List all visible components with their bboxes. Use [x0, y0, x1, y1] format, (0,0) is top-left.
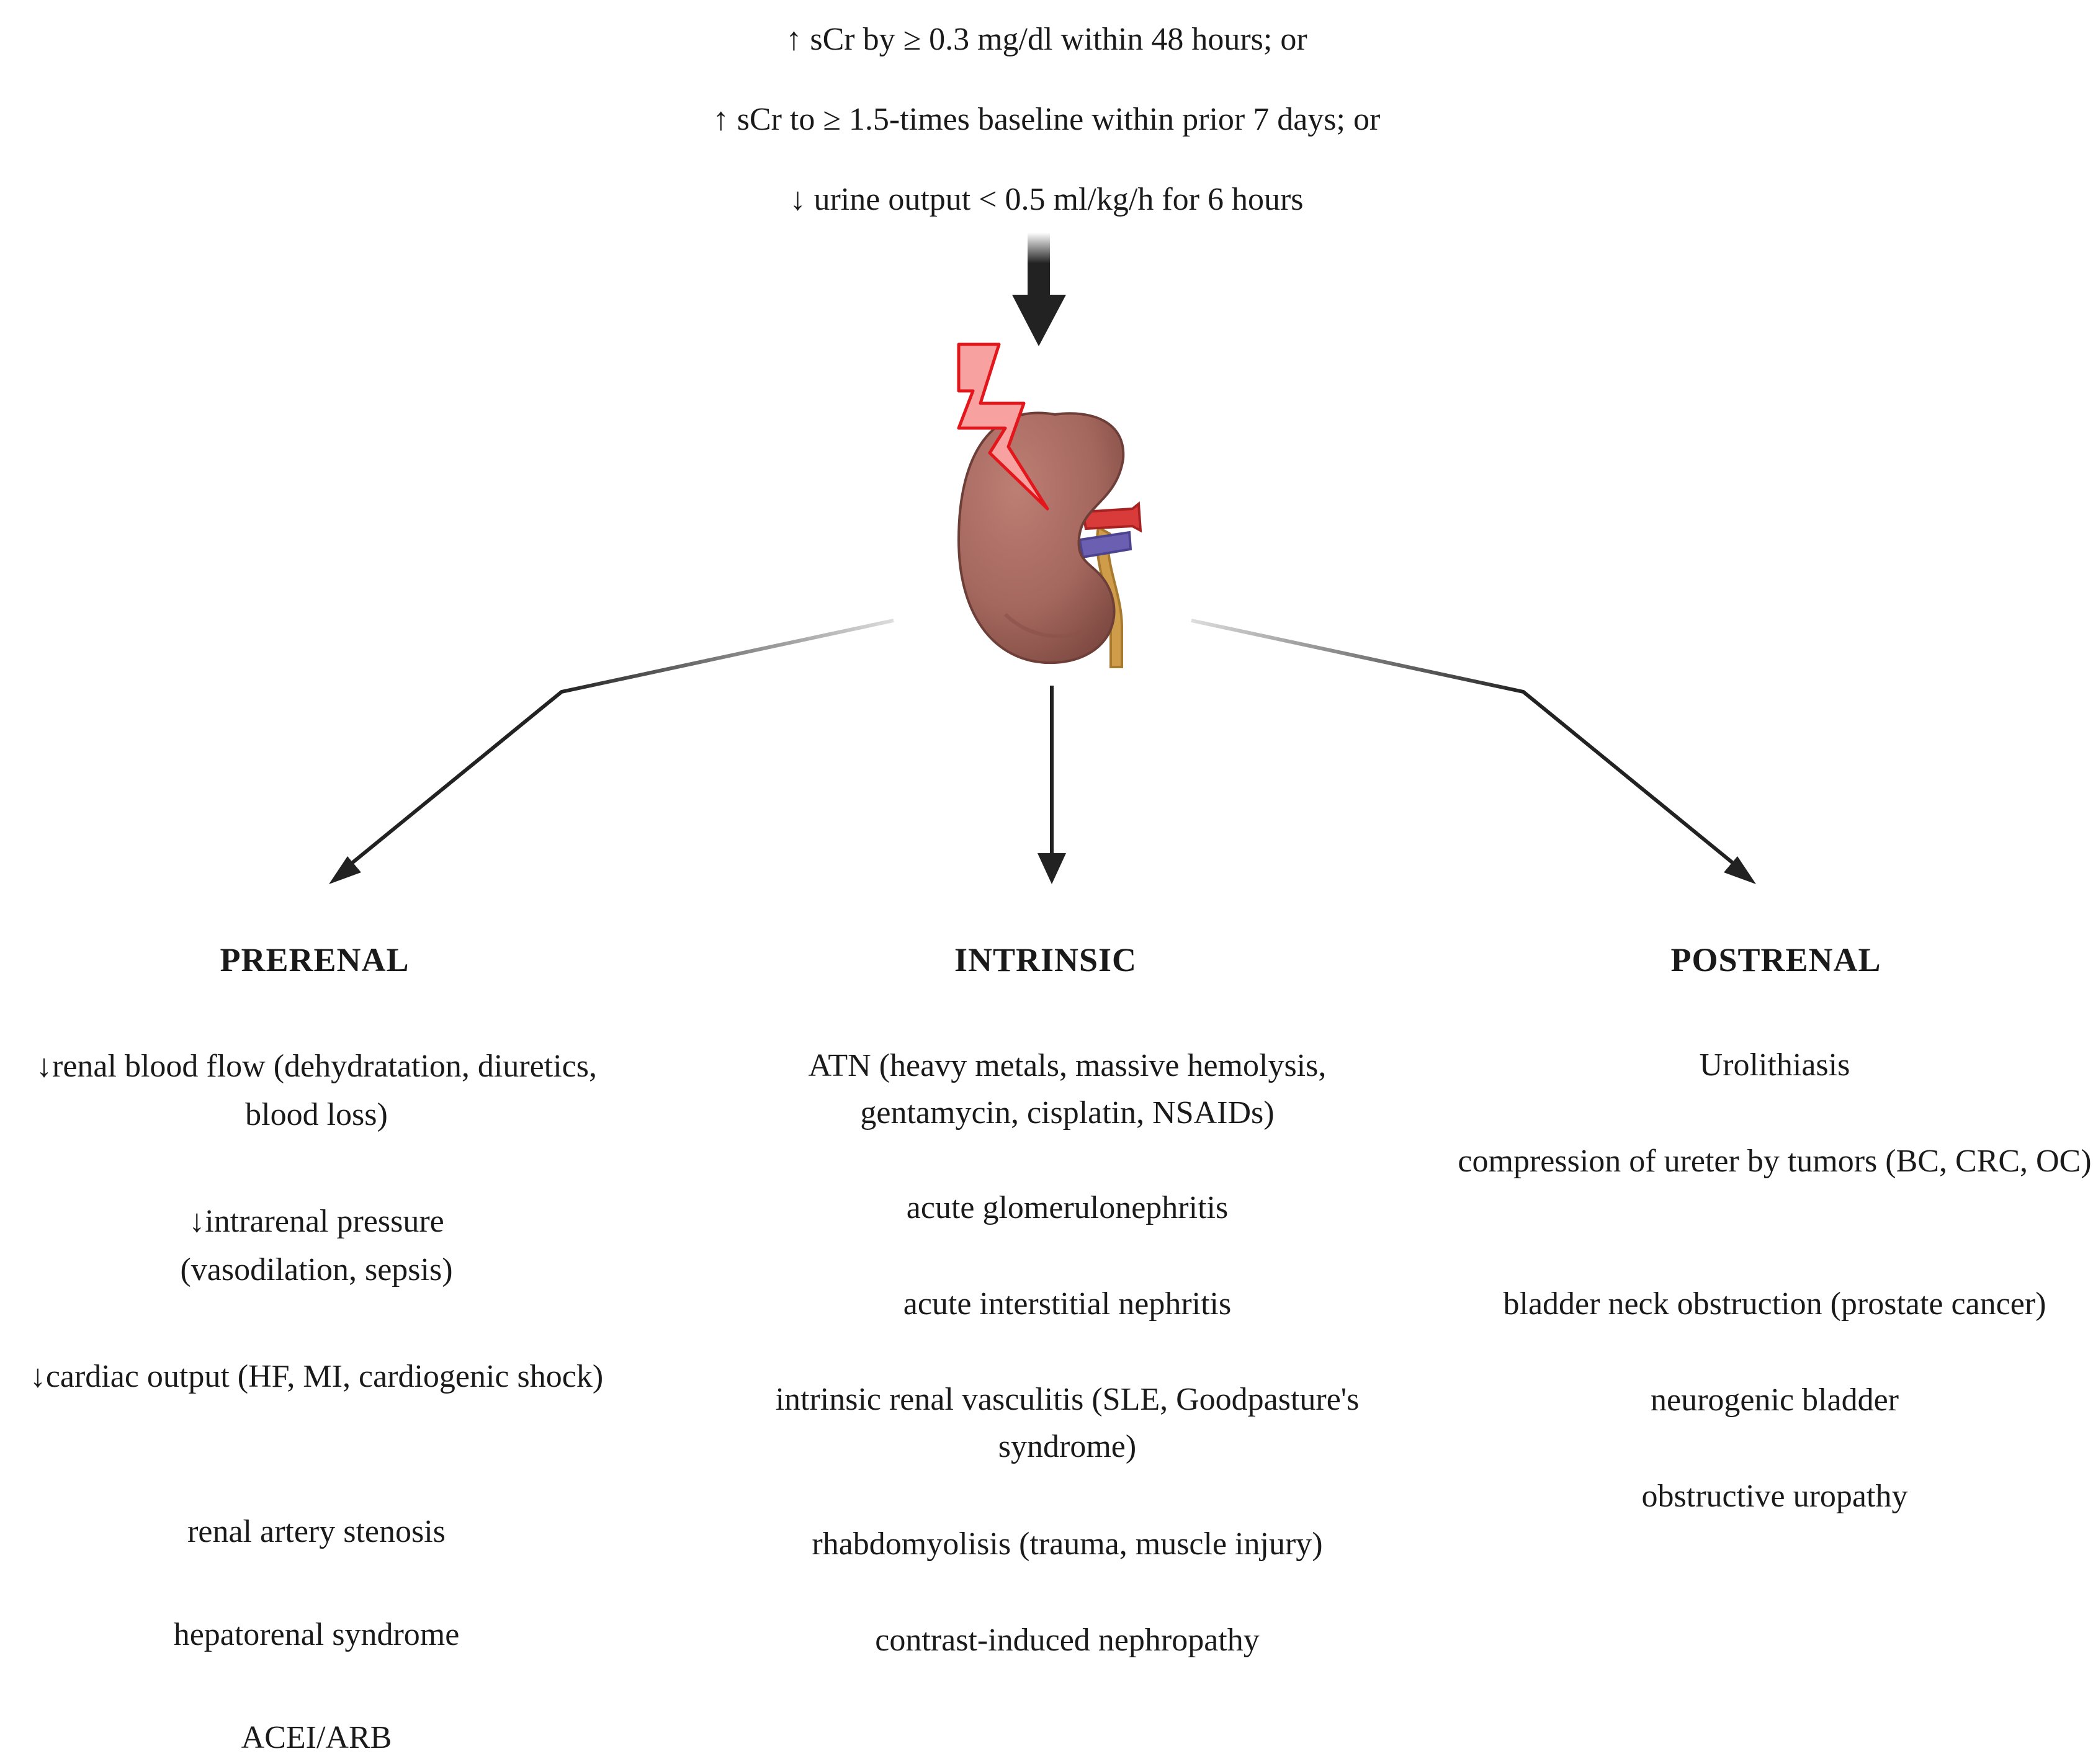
criterion-urine-output: ↓ urine output < 0.5 ml/kg/h for 6 hours [789, 182, 1304, 217]
top-arrow [1012, 233, 1066, 346]
lightning-bolt-icon [957, 343, 1049, 511]
prerenal-item: ACEI/ARB [241, 1720, 392, 1755]
criterion-scr-7d: ↑ sCr to ≥ 1.5-times baseline within pri… [712, 102, 1381, 137]
postrenal-item: obstructive uropathy [1641, 1479, 1908, 1514]
postrenal-item: bladder neck obstruction (prostate cance… [1503, 1286, 2046, 1322]
intrinsic-item: ATN (heavy metals, massive hemolysis, ge… [808, 1048, 1327, 1130]
prerenal-item: hepatorenal syndrome [173, 1617, 460, 1652]
prerenal-item: ↓renal blood flow (dehydratation, diuret… [36, 1049, 597, 1132]
arrow-to-prerenal [329, 619, 894, 884]
postrenal-item: compression of ureter by tumors (BC, CRC… [1458, 1144, 2092, 1179]
criterion-scr-48h: ↑ sCr by ≥ 0.3 mg/dl within 48 hours; or [786, 22, 1307, 57]
heading-postrenal: POSTRENAL [1670, 941, 1881, 978]
intrinsic-item: rhabdomyolisis (trauma, muscle injury) [812, 1526, 1323, 1562]
intrinsic-item: acute interstitial nephritis [903, 1286, 1232, 1322]
heading-prerenal: PRERENAL [220, 941, 410, 978]
intrinsic-item: intrinsic renal vasculitis (SLE, Goodpas… [775, 1382, 1360, 1464]
prerenal-item: renal artery stenosis [187, 1514, 446, 1549]
postrenal-item: neurogenic bladder [1651, 1382, 1899, 1418]
heading-intrinsic: INTRINSIC [954, 941, 1137, 978]
intrinsic-item: acute glomerulonephritis [906, 1190, 1229, 1225]
prerenal-item: ↓intrarenal pressure (vasodilation, seps… [180, 1204, 453, 1287]
postrenal-item: Urolithiasis [1699, 1047, 1850, 1083]
arrow-to-intrinsic [1038, 686, 1066, 884]
arrow-to-postrenal [1191, 619, 1756, 884]
prerenal-item: ↓cardiac output (HF, MI, cardiogenic sho… [29, 1359, 604, 1394]
kidney-icon [957, 411, 1142, 668]
intrinsic-item: contrast-induced nephropathy [875, 1623, 1260, 1658]
